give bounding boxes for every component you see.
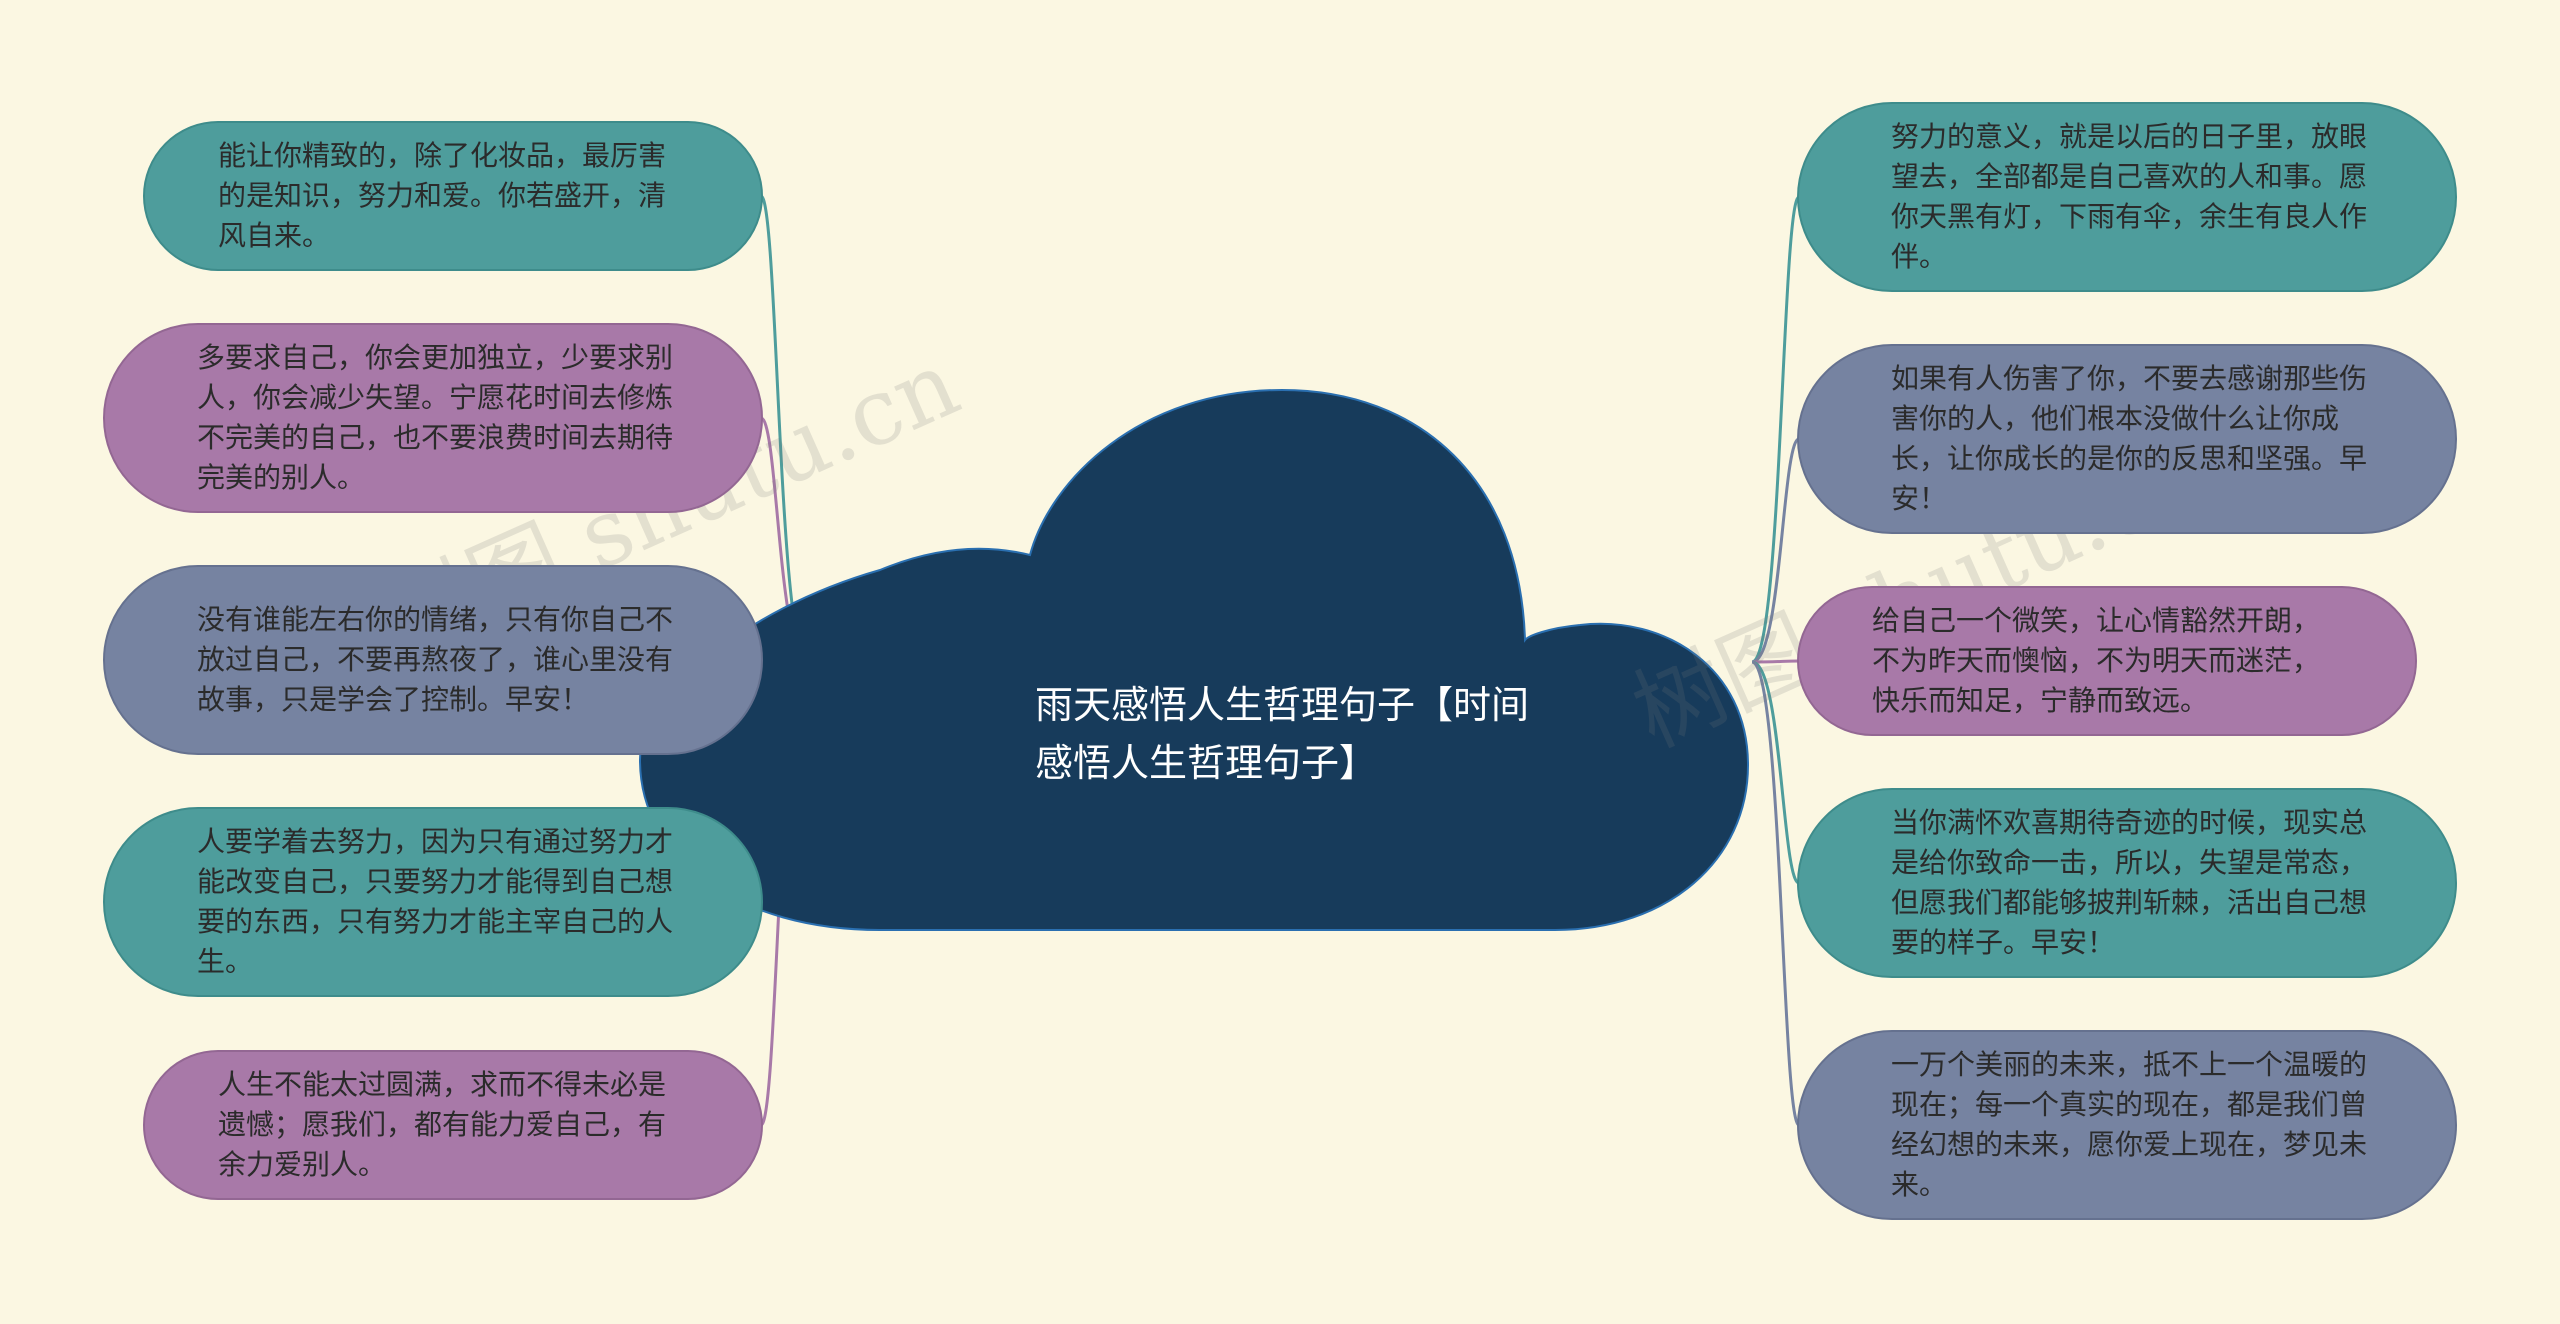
right-node-1[interactable]: 努力的意义，就是以后的日子里，放眼望去，全部都是自己喜欢的人和事。愿你天黑有灯，… [1797,102,2457,292]
right-connector-2 [1751,437,1801,664]
left-node-5-text: 人生不能太过圆满，求而不得未必是遗憾；愿我们，都有能力爱自己，有余力爱别人。 [218,1068,667,1181]
right-node-2[interactable]: 如果有人伤害了你，不要去感谢那些伤害你的人，他们根本没做什么让你成长，让你成长的… [1797,344,2457,534]
right-connector-5 [1751,660,1801,1127]
right-connector-3 [1751,659,1800,664]
right-node-2-text: 如果有人伤害了你，不要去感谢那些伤害你的人，他们根本没做什么让你成长，让你成长的… [1891,362,2368,515]
right-node-3[interactable]: 给自己一个微笑，让心情豁然开朗，不为昨天而懊恼，不为明天而迷茫，快乐而知足，宁静… [1797,586,2417,736]
right-node-5-text: 一万个美丽的未来，抵不上一个温暖的现在；每一个真实的现在，都是我们曾经幻想的未来… [1891,1048,2368,1201]
left-node-4-text: 人要学着去努力，因为只有通过努力才能改变自己，只要努力才能得到自己想要的东西，只… [197,825,674,978]
right-node-5[interactable]: 一万个美丽的未来，抵不上一个温暖的现在；每一个真实的现在，都是我们曾经幻想的未来… [1797,1030,2457,1220]
left-node-4[interactable]: 人要学着去努力，因为只有通过努力才能改变自己，只要努力才能得到自己想要的东西，只… [103,807,763,997]
right-connector-1 [1751,195,1801,664]
right-connector-4 [1751,660,1801,885]
right-node-3-text: 给自己一个微笑，让心情豁然开朗，不为昨天而懊恼，不为明天而迷茫，快乐而知足，宁静… [1872,604,2321,717]
left-node-2[interactable]: 多要求自己，你会更加独立，少要求别人，你会减少失望。宁愿花时间去修炼不完美的自己… [103,323,763,513]
right-node-1-text: 努力的意义，就是以后的日子里，放眼望去，全部都是自己喜欢的人和事。愿你天黑有灯，… [1891,120,2368,273]
left-node-1-text: 能让你精致的，除了化妆品，最厉害的是知识，努力和爱。你若盛开，清风自来。 [218,139,667,252]
left-node-3-text: 没有谁能左右你的情绪，只有你自己不放过自己，不要再熬夜了，谁心里没有故事，只是学… [197,603,674,716]
left-node-5[interactable]: 人生不能太过圆满，求而不得未必是遗憾；愿我们，都有能力爱自己，有余力爱别人。 [143,1050,763,1200]
left-node-3[interactable]: 没有谁能左右你的情绪，只有你自己不放过自己，不要再熬夜了，谁心里没有故事，只是学… [103,565,763,755]
left-node-1[interactable]: 能让你精致的，除了化妆品，最厉害的是知识，努力和爱。你若盛开，清风自来。 [143,121,763,271]
right-node-4[interactable]: 当你满怀欢喜期待奇迹的时候，现实总是给你致命一击，所以，失望是常态，但愿我们都能… [1797,788,2457,978]
left-node-2-text: 多要求自己，你会更加独立，少要求别人，你会减少失望。宁愿花时间去修炼不完美的自己… [197,341,674,494]
right-node-4-text: 当你满怀欢喜期待奇迹的时候，现实总是给你致命一击，所以，失望是常态，但愿我们都能… [1891,806,2368,959]
central-topic-title: 雨天感悟人生哲理句子【时间感悟人生哲理句子】 [1035,683,1530,785]
